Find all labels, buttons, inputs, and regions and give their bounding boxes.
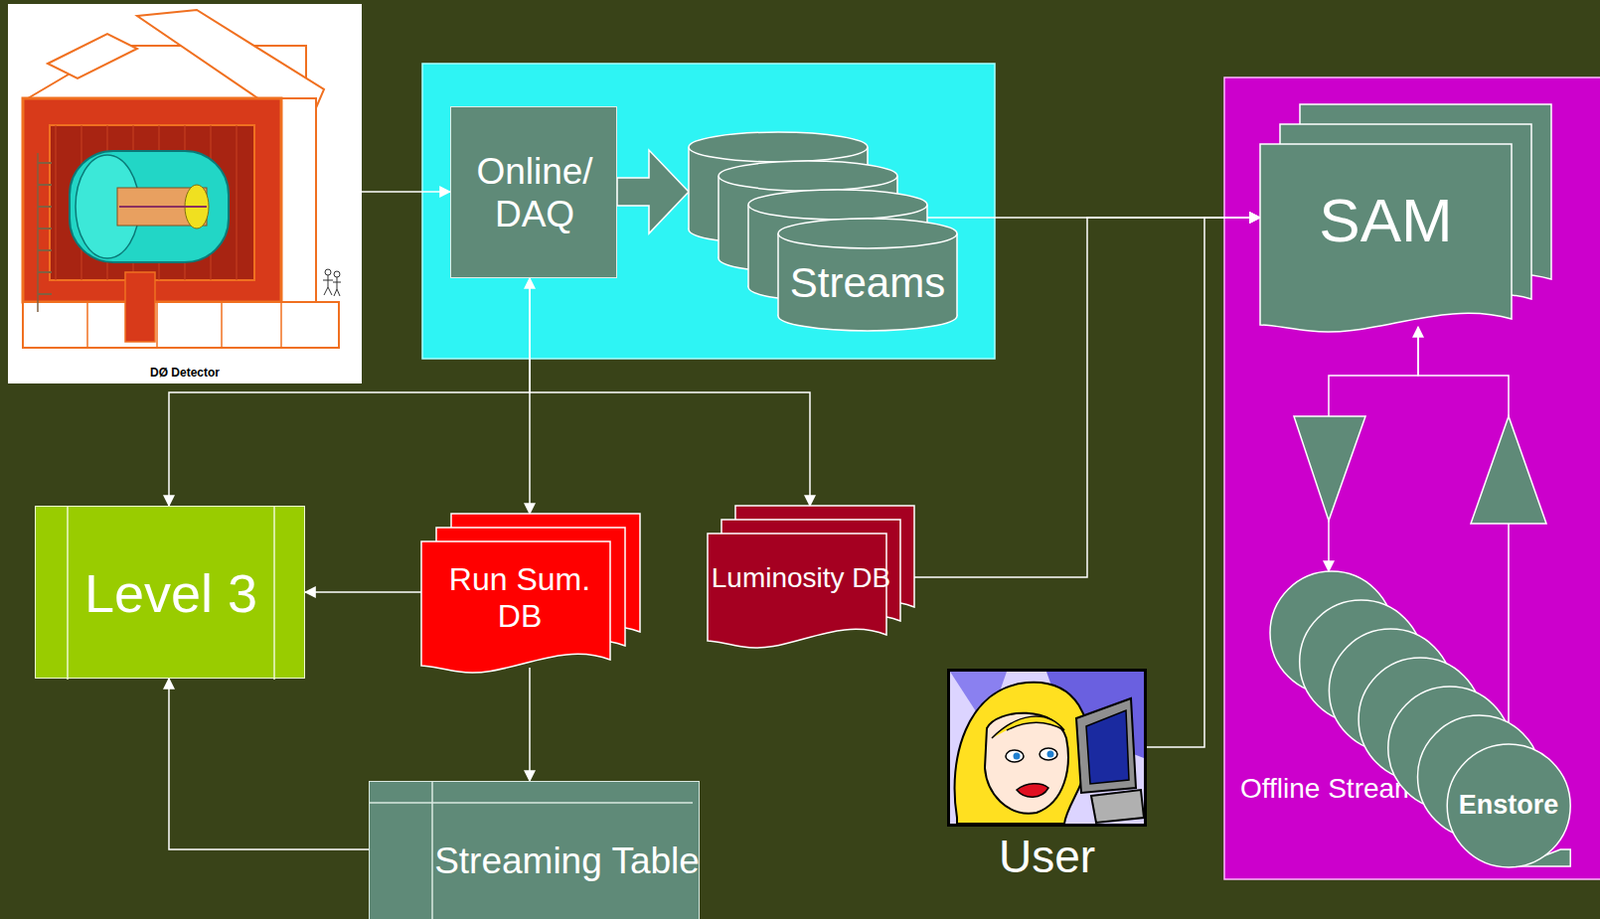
node-label: DØ Detector [150,366,220,381]
connector-line [168,678,369,850]
tape-reel [1446,744,1571,868]
shape-outline [7,3,362,384]
storage-stack: Streams [688,132,958,331]
cylinder-side [687,147,690,230]
node-label: Run Sum. DB [425,561,615,636]
cylinder-side [956,233,959,317]
frame-rib [55,125,57,281]
node-label: Luminosity DB [711,562,892,595]
node-label: Streams [790,259,946,308]
monitor [1076,698,1136,794]
cylinder-side [747,204,750,288]
support-leg [125,272,156,342]
node-label: Streaming Table [434,840,700,884]
person-figure [322,275,333,296]
ladder-rung [37,249,52,252]
base-joint [156,302,159,348]
text-area: Luminosity DB [709,535,893,622]
monitor-stand [1091,790,1144,823]
text-area: Enstore [1448,784,1569,828]
online-panel [422,63,995,359]
base-platform [22,302,339,348]
cylinder-top [778,218,958,249]
trigger-box: Level 3 [34,505,306,679]
iris [1013,753,1021,761]
picture-frame [949,670,1146,826]
base-joint [220,302,223,348]
person-figure [324,269,331,276]
node-label: Online/ DAQ [457,151,613,236]
text-area: Streaming Table [433,803,701,919]
ladder-rail [36,153,39,313]
connector-line [305,591,422,594]
cylinder-top [688,132,868,162]
person-figure [332,277,341,297]
frame-opening [49,125,255,281]
ladder-rung [37,205,52,208]
table-rule [369,801,693,804]
text-area: Run Sum. DB [425,545,615,651]
node-label: Enstore [1458,790,1560,821]
ladder-rung [37,293,52,296]
cylinder-side [717,175,720,259]
shape-outline [1270,571,1573,870]
base-joint [86,302,89,348]
document-sheet [1260,144,1512,332]
document-outline [1260,144,1512,332]
cylinder-top [748,189,928,220]
text-area: DØ Detector [7,363,362,384]
ladder-rung [37,271,52,274]
ladder-rung [37,161,52,164]
cylinder-top [718,160,898,191]
text-area: Online/ DAQ [457,113,613,274]
face [984,713,1069,814]
calorimeter [69,151,229,263]
eye [1039,748,1058,761]
offline-panel [1224,77,1600,880]
block-arrow [617,150,689,234]
base-joint [280,302,283,348]
connector-line [914,217,1261,578]
monitor-screen [1086,710,1129,785]
panel-divider [273,506,276,680]
hair [955,682,1090,824]
ladder-rung [37,227,52,230]
connector-line [361,190,451,193]
roof-slab [47,33,138,79]
iris [1047,751,1055,759]
fringe [991,716,1065,739]
catalog-stack: SAM [1260,104,1552,333]
connector-line [1146,217,1261,748]
ladder-rung [37,183,52,186]
frame-rib [236,125,238,281]
process-box: Online/ DAQ [450,106,618,279]
table-box: Streaming Table [368,781,700,919]
offline-region: Offline StreamingSAMEnstore [1224,77,1600,880]
database-stack: Luminosity DB [707,505,915,649]
text-area: SAM [1264,156,1508,286]
eye [1005,750,1024,763]
tape-store: Enstore [1270,571,1573,870]
storage-cylinder [778,218,958,331]
text-area: Level 3 [68,514,274,672]
lips [1016,784,1049,799]
down-triangle [1293,416,1366,521]
node-label: User [998,830,1096,884]
person-figure [333,271,340,278]
node-label: SAM [1318,184,1452,256]
panel-divider [66,506,69,680]
table-rule [431,782,434,919]
text-area: Streams [780,243,956,323]
beam-pipe [119,205,207,208]
connector-line [528,667,531,782]
user-figure: User [947,668,1147,886]
up-triangle [1470,416,1547,524]
node-label: Level 3 [84,562,258,625]
cylinder-side [777,233,780,317]
detector-figure: DØ Detector [7,3,362,384]
connector-line [529,278,810,506]
database-stack: Run Sum. DB [421,513,640,674]
text-area: User [947,828,1147,886]
